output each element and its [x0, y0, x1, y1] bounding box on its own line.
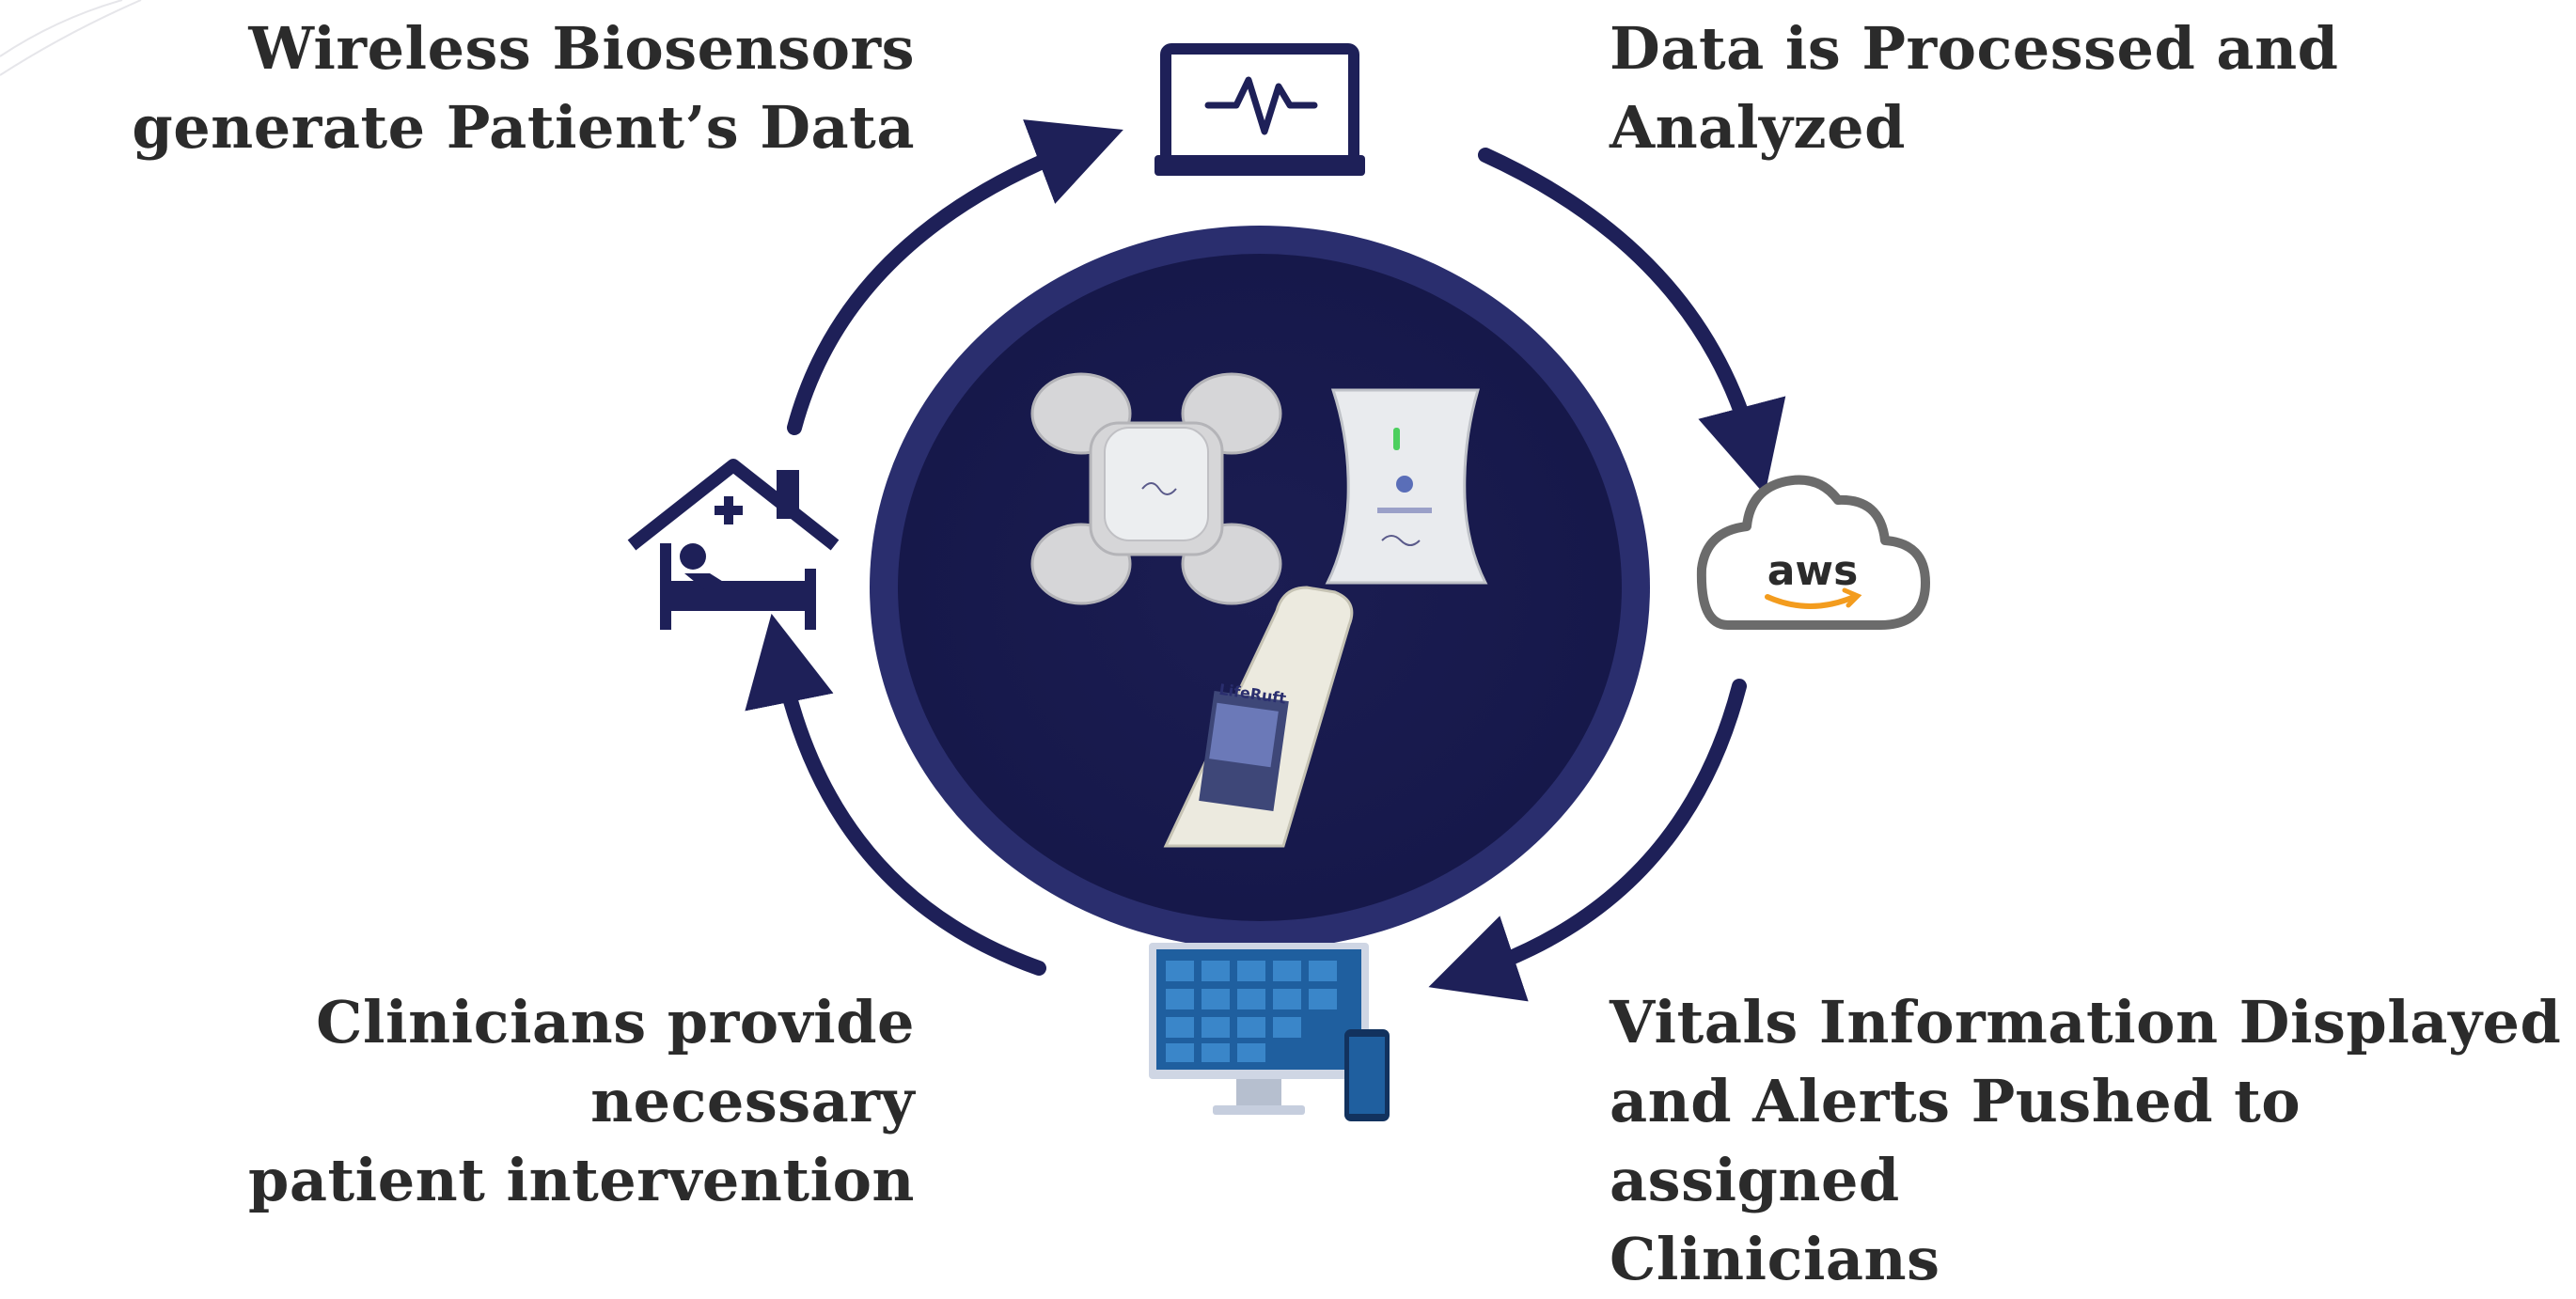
arrow-to-cloud [1478, 148, 1786, 495]
arrow-to-dashboard [1428, 679, 1747, 1002]
caption-wireless-biosensors: Wireless Biosensors generate Patient’s D… [132, 14, 915, 162]
aws-cloud-icon: aws [1696, 475, 1930, 630]
workflow-diagram: aws [627, 43, 1930, 1121]
gateway-device [1325, 388, 1488, 585]
caption-data-processed: Data is Processed and Analyzed [1610, 14, 2339, 162]
arrow-to-hospital [745, 613, 1046, 976]
dashboard-devices-icon [1149, 943, 1390, 1121]
sensor-patch-device [1030, 372, 1282, 605]
aws-label: aws [1767, 547, 1859, 595]
cycle-arrows [745, 119, 1786, 1002]
handheld-monitor-device: LifeRuft [1163, 586, 1354, 848]
decorative-arcs [0, 0, 142, 76]
arrow-to-monitor [787, 119, 1123, 435]
hospital-bed-icon [627, 459, 840, 630]
monitor-heartbeat-icon [1154, 43, 1365, 176]
